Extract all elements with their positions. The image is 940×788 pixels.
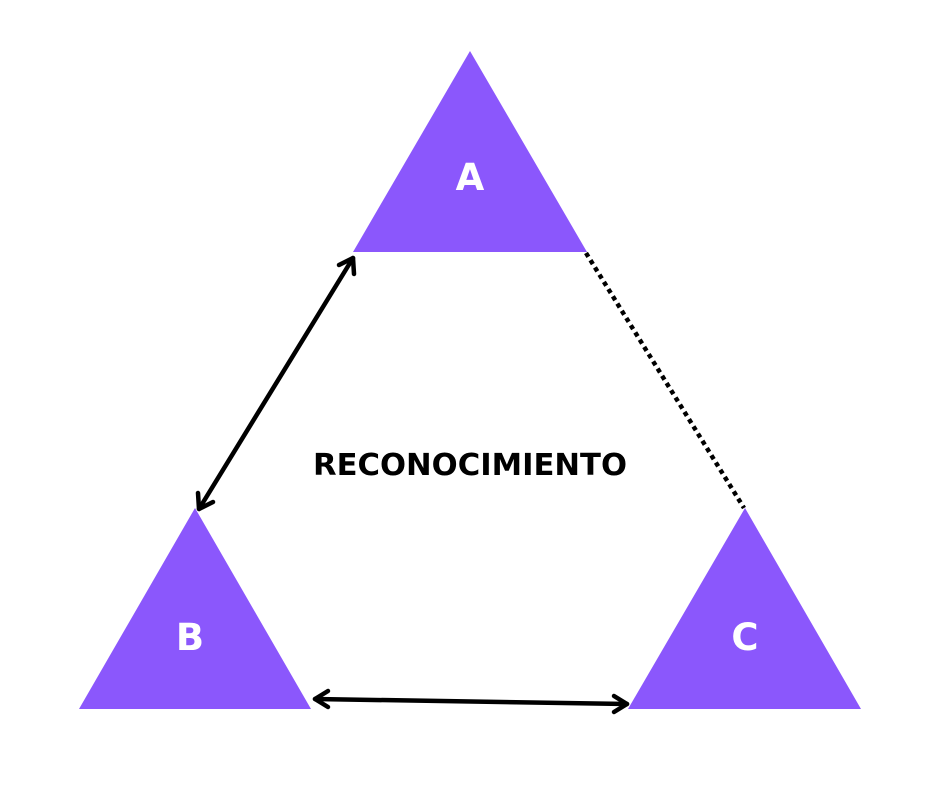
connector-a-b-line <box>196 255 356 512</box>
connector-b-c-arrowhead-right <box>611 693 630 715</box>
node-a-label: A <box>456 156 485 199</box>
connector-a-b-arrowhead-top <box>336 255 357 277</box>
node-c-triangle <box>628 508 861 709</box>
connector-b-c <box>312 688 630 715</box>
center-label: RECONOCIMIENTO <box>313 448 627 483</box>
node-a-triangle <box>353 51 587 252</box>
connector-a-b <box>195 255 357 512</box>
node-b-triangle <box>79 508 311 709</box>
node-b-label: B <box>176 616 204 659</box>
connector-a-c-dotted <box>584 251 746 510</box>
connector-b-c-arrowhead-left <box>312 688 331 710</box>
connector-a-b-arrowhead-bottom <box>195 490 216 512</box>
connector-b-c-line <box>312 696 630 707</box>
node-c-label: C <box>731 616 758 659</box>
